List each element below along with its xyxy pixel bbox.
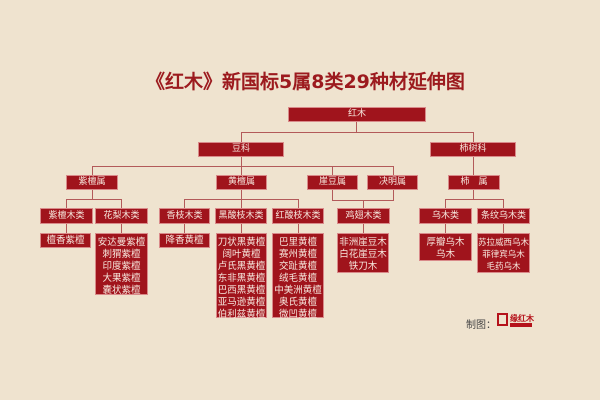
species-item: 绒毛黄檀 xyxy=(278,273,317,284)
species-item: 卢氏黑黄檀 xyxy=(217,261,266,272)
species-item: 降香黄檀 xyxy=(165,235,204,246)
species-item: 大果紫檀 xyxy=(102,273,141,284)
connector-line xyxy=(503,199,504,208)
species-item: 苏拉威西乌木 xyxy=(478,238,530,248)
brand-logo: 缘红木 xyxy=(497,313,534,327)
node-class-jichimu: 鸡翅木类 xyxy=(337,208,390,224)
node-genus-shi: 柿 属 xyxy=(448,175,500,190)
node-genus-yadou: 崖豆属 xyxy=(307,175,358,190)
connector-line xyxy=(473,157,474,175)
connector-line xyxy=(363,200,364,208)
species-item: 厚瓣乌木 xyxy=(426,237,465,248)
node-genus-zitan: 紫檀属 xyxy=(66,175,118,190)
connector-line xyxy=(92,166,393,167)
node-class-xiangzhimu: 香枝木类 xyxy=(159,208,210,224)
species-list-tiaowenwumu: 苏拉威西乌木 菲律宾乌木 毛药乌木 xyxy=(477,233,530,273)
connector-line xyxy=(473,132,474,142)
species-item: 阔叶黄檀 xyxy=(222,249,261,260)
connector-line xyxy=(241,132,474,133)
species-item: 毛药乌木 xyxy=(486,262,521,272)
connector-line xyxy=(393,190,394,200)
node-family-shishu: 柿树科 xyxy=(430,142,516,157)
species-list-wumu: 厚瓣乌木 乌木 xyxy=(419,233,472,261)
connector-line xyxy=(92,190,93,199)
connector-line xyxy=(92,166,93,175)
species-item: 巴西黑黄檀 xyxy=(217,285,266,296)
species-item: 非洲崖豆木 xyxy=(339,237,387,248)
connector-line xyxy=(332,166,333,175)
node-genus-jueming: 决明属 xyxy=(367,175,418,190)
connector-line xyxy=(332,190,333,200)
connector-line xyxy=(356,122,357,132)
connector-line xyxy=(445,199,446,208)
species-item: 檀香紫檀 xyxy=(46,235,85,246)
connector-line xyxy=(241,132,242,142)
species-list-hualimu: 安达曼紫檀 刺猬紫檀 印度紫檀 大果紫檀 囊状紫檀 xyxy=(95,233,148,296)
species-list-hongsuanzhimu: 巴里黄檀 赛州黄檀 交趾黄檀 绒毛黄檀 中美洲黄檀 奥氏黄檀 微凹黄檀 xyxy=(272,233,324,320)
connector-line xyxy=(298,224,299,233)
connector-line xyxy=(241,224,242,233)
species-item: 交趾黄檀 xyxy=(278,261,317,272)
connector-line xyxy=(184,199,185,208)
species-list-heisuanzhimu: 刀状黑黄檀 阔叶黄檀 卢氏黑黄檀 东非黑黄檀 巴西黑黄檀 亚马逊黄檀 伯利兹黄檀 xyxy=(216,233,267,320)
node-class-hualimu: 花梨木类 xyxy=(95,208,148,224)
connector-line xyxy=(503,224,504,233)
species-list-jichimu: 非洲崖豆木 白花崖豆木 铁刀木 xyxy=(337,233,389,273)
connector-line xyxy=(445,224,446,233)
node-class-wumu: 乌木类 xyxy=(419,208,472,224)
connector-line xyxy=(121,199,122,208)
species-item: 奥氏黄檀 xyxy=(278,297,317,308)
connector-line xyxy=(121,224,122,233)
species-item: 中美洲黄檀 xyxy=(274,285,322,296)
logo-mark-icon xyxy=(497,313,508,326)
connector-line xyxy=(241,190,242,199)
node-genus-huangtan: 黄檀属 xyxy=(216,175,267,190)
node-family-doudou: 豆科 xyxy=(198,142,284,157)
connector-line xyxy=(298,199,299,208)
species-item: 刀状黑黄檀 xyxy=(217,237,266,248)
node-class-hongsuanzhimu: 红酸枝木类 xyxy=(272,208,324,224)
node-class-zitanmu: 紫檀木类 xyxy=(40,208,93,224)
logo-text: 缘红木 xyxy=(510,314,534,323)
species-item: 白花崖豆木 xyxy=(339,249,387,260)
node-class-heisuanzhimu: 黑酸枝木类 xyxy=(215,208,267,224)
connector-line xyxy=(363,224,364,233)
connector-line xyxy=(241,199,242,208)
connector-line xyxy=(66,224,67,233)
species-item: 菲律宾乌木 xyxy=(482,250,525,260)
node-class-tiaowenwumu: 条纹乌木类 xyxy=(477,208,530,224)
species-item: 赛州黄檀 xyxy=(278,249,317,260)
species-list-xiangzhimu: 降香黄檀 xyxy=(159,233,210,248)
species-item: 微凹黄檀 xyxy=(278,309,317,320)
species-item: 伯利兹黄檀 xyxy=(217,309,266,320)
connector-line xyxy=(393,166,394,175)
connector-line xyxy=(184,224,185,233)
connector-line xyxy=(445,199,504,200)
species-item: 刺猬紫檀 xyxy=(102,249,141,260)
species-item: 亚马逊黄檀 xyxy=(217,297,266,308)
credit-label: 制图： xyxy=(466,320,496,331)
species-item: 囊状紫檀 xyxy=(102,285,141,296)
species-item: 东非黑黄檀 xyxy=(217,273,266,284)
species-item: 铁刀木 xyxy=(348,261,378,272)
chart-title: 《红木》新国标5属8类29种材延伸图 xyxy=(146,71,465,93)
connector-line xyxy=(473,190,474,199)
species-item: 巴里黄檀 xyxy=(278,237,317,248)
species-list-zitanmu: 檀香紫檀 xyxy=(40,233,91,248)
node-root: 红木 xyxy=(288,107,426,122)
species-item: 乌木 xyxy=(435,249,455,260)
connector-line xyxy=(66,199,67,208)
connector-line xyxy=(66,199,122,200)
species-item: 安达曼紫檀 xyxy=(97,237,146,248)
species-item: 印度紫檀 xyxy=(102,261,141,272)
logo-bar xyxy=(510,323,532,327)
